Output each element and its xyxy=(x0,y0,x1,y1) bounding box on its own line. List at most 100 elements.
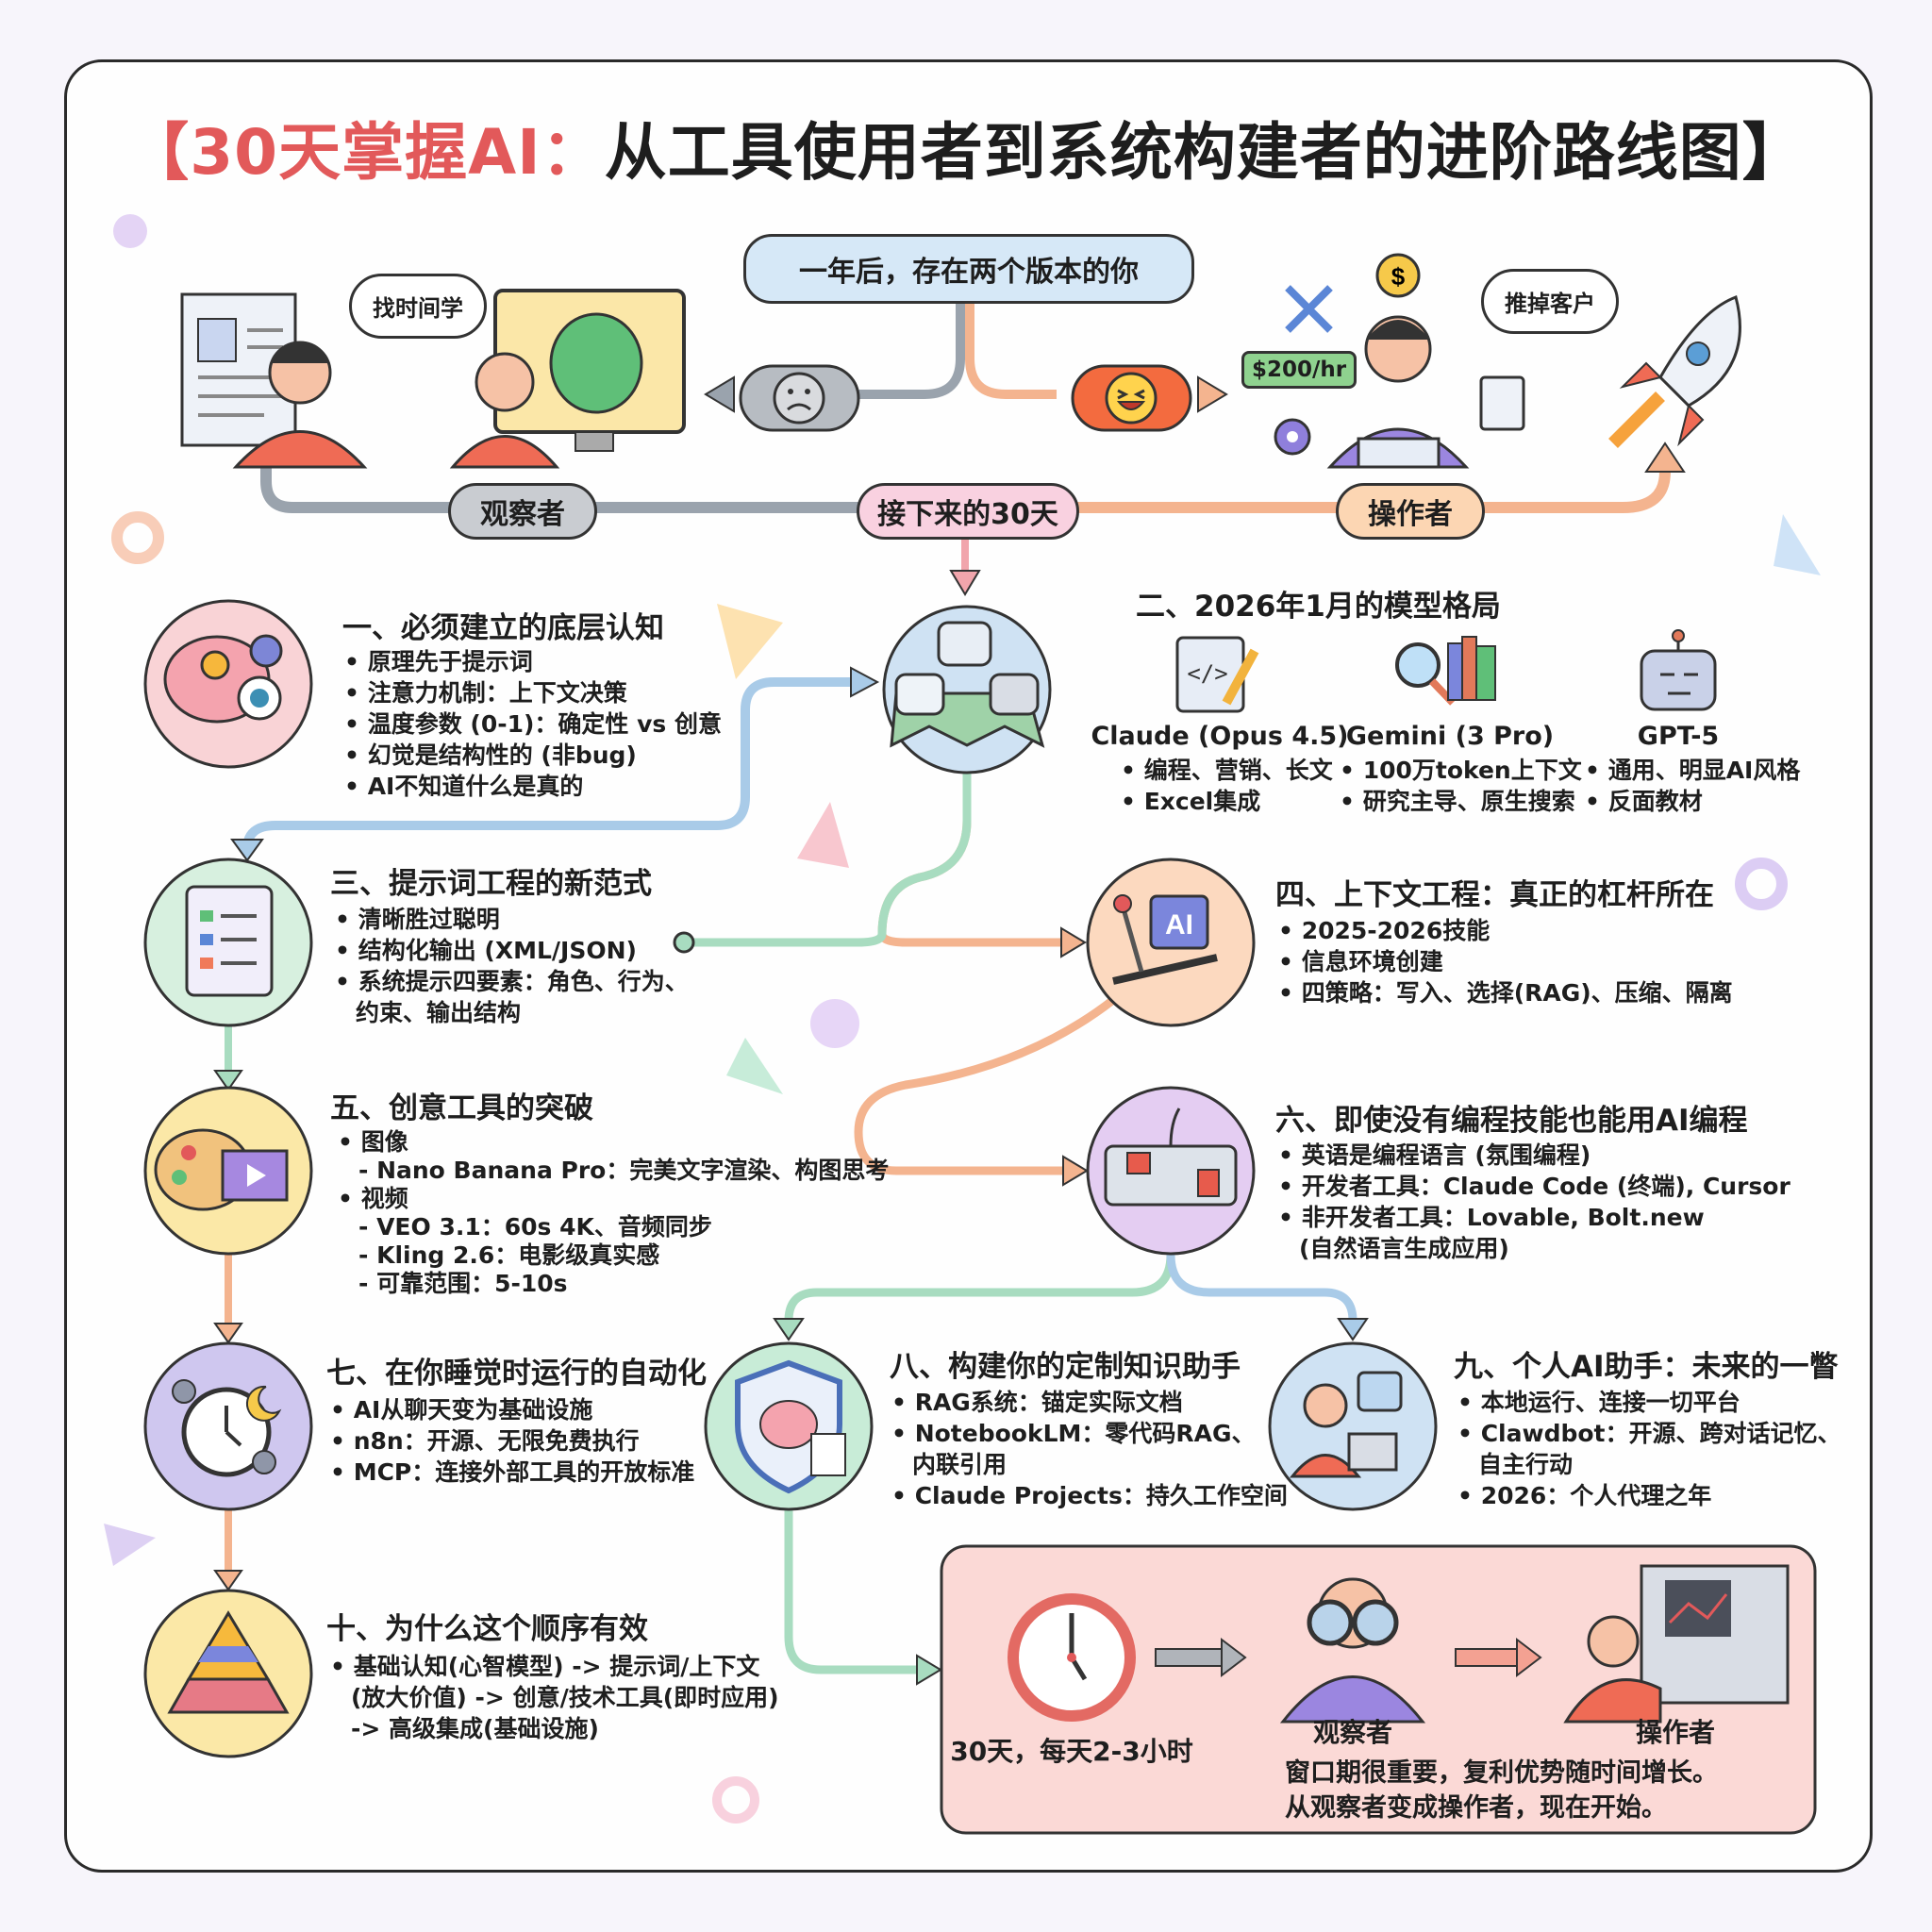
arrowhead xyxy=(1197,375,1228,413)
list-item: 2025-2026技能 xyxy=(1278,915,1733,946)
model-gemini-list: 100万token上下文 研究主导、原生搜索 xyxy=(1340,755,1582,817)
s4-title: 四、上下文工程：真正的杠杆所在 xyxy=(1275,878,1714,912)
s5-title: 五、创意工具的突破 xyxy=(330,1091,593,1125)
s7-list: AI从聊天变为基础设施 n8n：开源、无限免费执行 MCP：连接外部工具的开放标… xyxy=(330,1394,695,1488)
list-item: - VEO 3.1：60s 4K、音频同步 xyxy=(358,1213,712,1241)
list-item: 注意力机制：上下文决策 xyxy=(344,677,722,708)
list-item: 温度参数 (0-1)：确定性 vs 创意 xyxy=(344,708,722,740)
gpt-robot-icon xyxy=(1640,629,1717,711)
list-item: 结构化输出 (XML/JSON) xyxy=(335,935,689,966)
list-item: 非开发者工具：Lovable, Bolt.new xyxy=(1278,1202,1790,1233)
s8-shield-brain-icon xyxy=(704,1341,874,1511)
list-item: 系统提示四要素：角色、行为、 xyxy=(335,966,689,997)
list-item: NotebookLM：零代码RAG、 xyxy=(891,1418,1288,1449)
list-item: 清晰胜过聪明 xyxy=(335,904,689,935)
timeline-operator-path xyxy=(965,471,1671,513)
s10-list: 基础认知(心智模型) -> 提示词/上下文 (放大价值) -> 创意/技术工具(… xyxy=(330,1651,779,1744)
red-arrow-icon xyxy=(1455,1637,1542,1678)
dollar-coin-icon: $ xyxy=(1375,253,1421,298)
model-gemini-name: Gemini (3 Pro) xyxy=(1345,722,1555,751)
summary-line-2: 从观察者变成操作者，现在开始。 xyxy=(1285,1793,1667,1823)
connector-s8-summary xyxy=(784,1509,920,1674)
model-claude-name: Claude (Opus 4.5) xyxy=(1091,722,1349,751)
s7-title: 七、在你睡觉时运行的自动化 xyxy=(326,1357,707,1391)
summary-operator-label: 操作者 xyxy=(1635,1717,1716,1748)
connector-s6-s8 xyxy=(784,1254,1175,1322)
operator-person-illustration xyxy=(1326,315,1470,469)
model-gpt-name: GPT-5 xyxy=(1637,722,1720,751)
version-split-connector xyxy=(745,302,965,399)
decor-dot xyxy=(810,999,859,1048)
list-item: 图像 xyxy=(338,1128,889,1157)
decor-ring xyxy=(712,1776,759,1824)
arrowhead xyxy=(1644,441,1686,473)
s4-lever-ai-icon: AI xyxy=(1086,858,1256,1027)
list-item: 内联引用 xyxy=(912,1451,1008,1478)
decor-triangle xyxy=(104,1524,156,1566)
svg-text:</>: </> xyxy=(1187,660,1227,687)
version-split-connector xyxy=(965,302,1057,399)
connector-map-s4 xyxy=(877,774,1066,947)
decor-triangle xyxy=(726,1038,783,1094)
list-item: MCP：连接外部工具的开放标准 xyxy=(330,1457,695,1488)
timeline-operator-pill: 操作者 xyxy=(1336,483,1485,540)
model-gpt-list: 通用、明显AI风格 反面教材 xyxy=(1585,755,1801,817)
s9-list: 本地运行、连接一切平台 Clawdbot：开源、跨对话记忆、 自主行动 2026… xyxy=(1457,1387,1841,1511)
connector-s4-s6 xyxy=(854,996,1116,1175)
decor-triangle xyxy=(1774,514,1821,575)
list-item: 100万token上下文 xyxy=(1340,755,1582,786)
decor-ring xyxy=(111,511,164,564)
s1-title: 一、必须建立的底层认知 xyxy=(342,611,664,645)
list-item: 编程、营销、长文 xyxy=(1121,755,1333,786)
summary-observer-label: 观察者 xyxy=(1312,1717,1393,1748)
summary-line-1: 窗口期很重要，复利优势随时间增长。 xyxy=(1285,1758,1718,1788)
list-item: - Kling 2.6：电影级真实感 xyxy=(358,1241,660,1269)
list-item: 开发者工具：Claude Code (终端), Cursor xyxy=(1278,1171,1790,1202)
worried-person-illustration xyxy=(232,341,368,469)
decor-triangle xyxy=(717,604,783,679)
list-item: Excel集成 xyxy=(1121,786,1333,817)
list-item: 四策略：写入、选择(RAG)、压缩、隔离 xyxy=(1278,977,1733,1008)
page-title: 【30天掌握AI：从工具使用者到系统构建者的进阶路线图】 xyxy=(126,116,1806,189)
clipboard-icon xyxy=(1479,375,1525,431)
thought-bubble-decline-client: 推掉客户 xyxy=(1481,269,1619,334)
list-item: 视频 xyxy=(338,1185,889,1213)
timeline-observer-pill: 观察者 xyxy=(448,483,597,540)
s6-title: 六、即使没有编程技能也能用AI编程 xyxy=(1275,1104,1748,1138)
operator-console-illustration xyxy=(1563,1564,1790,1724)
connector-map-s3-text xyxy=(687,774,972,947)
s5-list: 图像 - Nano Banana Pro：完美文字渲染、构图思考 视频 - VE… xyxy=(338,1128,889,1298)
list-item: 原理先于提示词 xyxy=(344,646,722,677)
gray-arrow-icon xyxy=(1155,1637,1247,1678)
s10-pyramid-icon xyxy=(143,1589,313,1758)
decor-triangle xyxy=(797,802,849,868)
s9-title: 九、个人AI助手：未来的一瞥 xyxy=(1454,1350,1839,1384)
s4-list: 2025-2026技能 信息环境创建 四策略：写入、选择(RAG)、压缩、隔离 xyxy=(1278,915,1733,1008)
monitor-monster-illustration xyxy=(449,289,686,469)
timeline-next30-pill: 接下来的30天 xyxy=(857,483,1079,540)
gear-icon xyxy=(1274,418,1311,456)
svg-text:AI: AI xyxy=(1165,909,1193,941)
gemini-search-icon xyxy=(1395,636,1496,706)
list-item: 2026：个人代理之年 xyxy=(1457,1480,1841,1511)
connector-map-s3 xyxy=(242,677,854,850)
s9-assistant-user-icon xyxy=(1268,1341,1438,1511)
s8-title: 八、构建你的定制知识助手 xyxy=(890,1350,1241,1384)
list-item: Claude Projects：持久工作空间 xyxy=(891,1480,1288,1511)
list-item: - 可靠范围：5-10s xyxy=(358,1270,568,1297)
happy-face-icon xyxy=(1105,372,1158,425)
list-item: - Nano Banana Pro：完美文字渲染、构图思考 xyxy=(358,1157,890,1184)
clock-icon xyxy=(1008,1593,1136,1722)
rate-tag: $200/hr xyxy=(1241,351,1357,389)
s5-palette-film-icon xyxy=(143,1086,313,1256)
s2-title: 二、2026年1月的模型格局 xyxy=(1136,590,1501,624)
list-item: 幻觉是结构性的 (非bug) xyxy=(344,740,722,771)
s8-list: RAG系统：锚定实际文档 NotebookLM：零代码RAG、 内联引用 Cla… xyxy=(891,1387,1288,1511)
list-item: AI不知道什么是真的 xyxy=(344,771,722,802)
s7-clock-moon-icon xyxy=(143,1341,313,1511)
list-item: 通用、明显AI风格 xyxy=(1585,755,1801,786)
s10-title: 十、为什么这个顺序有效 xyxy=(326,1612,648,1646)
decor-dot xyxy=(113,214,147,248)
connector-s6-s9 xyxy=(1166,1254,1357,1322)
